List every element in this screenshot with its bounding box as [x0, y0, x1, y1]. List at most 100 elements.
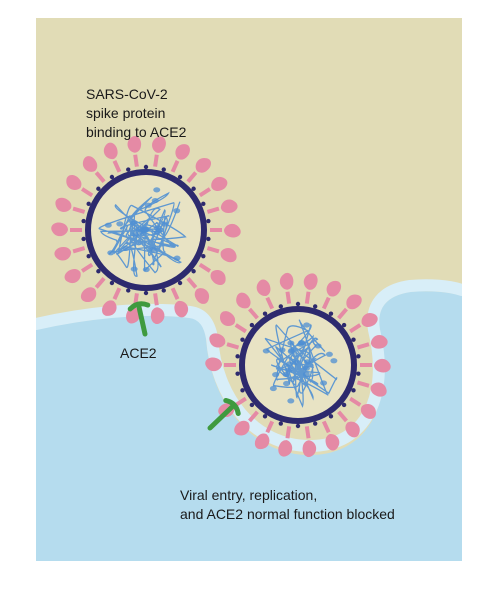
- spike-head: [303, 273, 318, 290]
- nucleocapsid-protein: [283, 380, 291, 387]
- spike-head: [209, 333, 226, 348]
- envelope-protein: [262, 311, 268, 316]
- nucleocapsid-protein: [153, 230, 161, 236]
- ace2-binding-cup: [223, 397, 241, 417]
- spike-stalk: [94, 171, 106, 183]
- spike-stalk: [356, 342, 370, 350]
- envelope-protein: [235, 354, 240, 359]
- envelope-protein: [201, 201, 206, 207]
- spike-stalk: [112, 287, 122, 300]
- nucleocapsid-protein: [288, 347, 296, 354]
- envelope-protein: [161, 288, 166, 293]
- spike-stalk: [186, 277, 198, 289]
- nucleocapsid-protein: [287, 398, 295, 404]
- spike-stalk: [198, 262, 212, 273]
- spike-stalk: [133, 154, 139, 167]
- envelope-protein: [109, 280, 115, 286]
- nucleocapsid-protein: [153, 225, 161, 231]
- nucleocapsid-protein: [278, 347, 286, 353]
- spike-head: [326, 280, 342, 297]
- spike-head: [55, 197, 72, 212]
- envelope-protein: [278, 304, 284, 309]
- nucleocapsid-protein: [282, 371, 290, 378]
- envelope-protein: [86, 201, 91, 207]
- nucleocapsid-protein: [151, 197, 159, 204]
- nucleocapsid-protein: [104, 222, 112, 228]
- spike-head: [220, 199, 238, 214]
- spike-stalk: [234, 323, 247, 334]
- envelope-protein: [295, 423, 301, 429]
- spike-stalk: [248, 410, 259, 423]
- nucleocapsid-protein: [132, 232, 140, 238]
- spike-stalk: [72, 246, 86, 254]
- nucleocapsid-protein: [272, 372, 280, 378]
- nucleocapsid-protein: [141, 227, 149, 233]
- spike-binding-label: SARS-CoV-2 spike protein binding to ACE2: [86, 85, 186, 142]
- spike-stalk: [206, 206, 220, 214]
- envelope-protein: [356, 354, 361, 359]
- nucleocapsid-protein: [144, 202, 152, 208]
- ace2-binding-cup: [127, 301, 151, 312]
- envelope-protein: [201, 253, 206, 259]
- envelope-protein: [341, 402, 347, 408]
- envelope-protein: [278, 421, 284, 426]
- spike-stalk: [112, 160, 122, 173]
- viral-entry-label-line1: Viral entry, replication,: [180, 487, 318, 503]
- envelope-protein: [249, 402, 255, 408]
- spike-stalk: [80, 187, 94, 198]
- spike-head: [234, 420, 250, 436]
- spike-stalk: [304, 426, 311, 439]
- viral-entry-label-line2: and ACE2 normal function blocked: [180, 506, 395, 522]
- spike-stalk: [226, 342, 240, 350]
- spike-stalk: [265, 296, 275, 310]
- envelope-protein: [191, 186, 196, 191]
- spike-head: [345, 421, 360, 438]
- spike-stalk: [186, 171, 198, 183]
- spike-head: [220, 248, 237, 263]
- envelope-protein: [96, 269, 101, 274]
- envelope-protein: [109, 174, 115, 180]
- spike-head: [236, 292, 251, 309]
- nucleocapsid-protein: [285, 361, 293, 367]
- spike-stalk: [206, 246, 220, 254]
- spike-head: [64, 269, 81, 284]
- envelope-protein: [328, 311, 334, 316]
- spike-stalk: [153, 154, 159, 167]
- spike-head: [325, 434, 340, 451]
- spike-head: [194, 288, 210, 304]
- spike-head: [66, 175, 82, 190]
- spike-stalk: [198, 187, 212, 198]
- envelope-protein: [191, 269, 196, 274]
- spike-stalk: [80, 262, 94, 273]
- spike-head: [102, 300, 117, 316]
- nucleocapsid-protein: [262, 348, 270, 354]
- spike-stalk: [170, 287, 180, 300]
- spike-head: [278, 440, 293, 457]
- spike-head: [374, 358, 391, 373]
- spike-stalk: [170, 160, 180, 173]
- spike-head: [211, 176, 228, 191]
- nucleocapsid-protein: [135, 226, 143, 232]
- spike-proteins: [51, 135, 241, 325]
- envelope-protein: [312, 421, 318, 426]
- spike-head: [279, 272, 294, 290]
- envelope-protein: [341, 322, 347, 328]
- envelope-protein: [206, 218, 211, 224]
- nucleocapsid-protein: [173, 208, 181, 214]
- nucleocapsid-protein: [130, 220, 138, 226]
- nucleocapsid-protein: [285, 367, 293, 373]
- spike-stalk: [349, 323, 362, 334]
- spike-head: [103, 142, 118, 160]
- envelope-protein: [351, 388, 356, 393]
- envelope-protein: [86, 253, 91, 259]
- envelope-protein: [206, 236, 211, 242]
- spike-head: [127, 135, 142, 153]
- nucleocapsid-protein: [269, 385, 277, 392]
- envelope-protein: [126, 288, 131, 293]
- nucleocapsid-protein: [303, 322, 311, 328]
- spike-stalk: [304, 291, 311, 304]
- nucleocapsid-protein: [142, 266, 150, 273]
- spike-head: [302, 440, 317, 458]
- envelope-protein: [235, 371, 240, 376]
- nucleocapsid-protein: [303, 359, 311, 365]
